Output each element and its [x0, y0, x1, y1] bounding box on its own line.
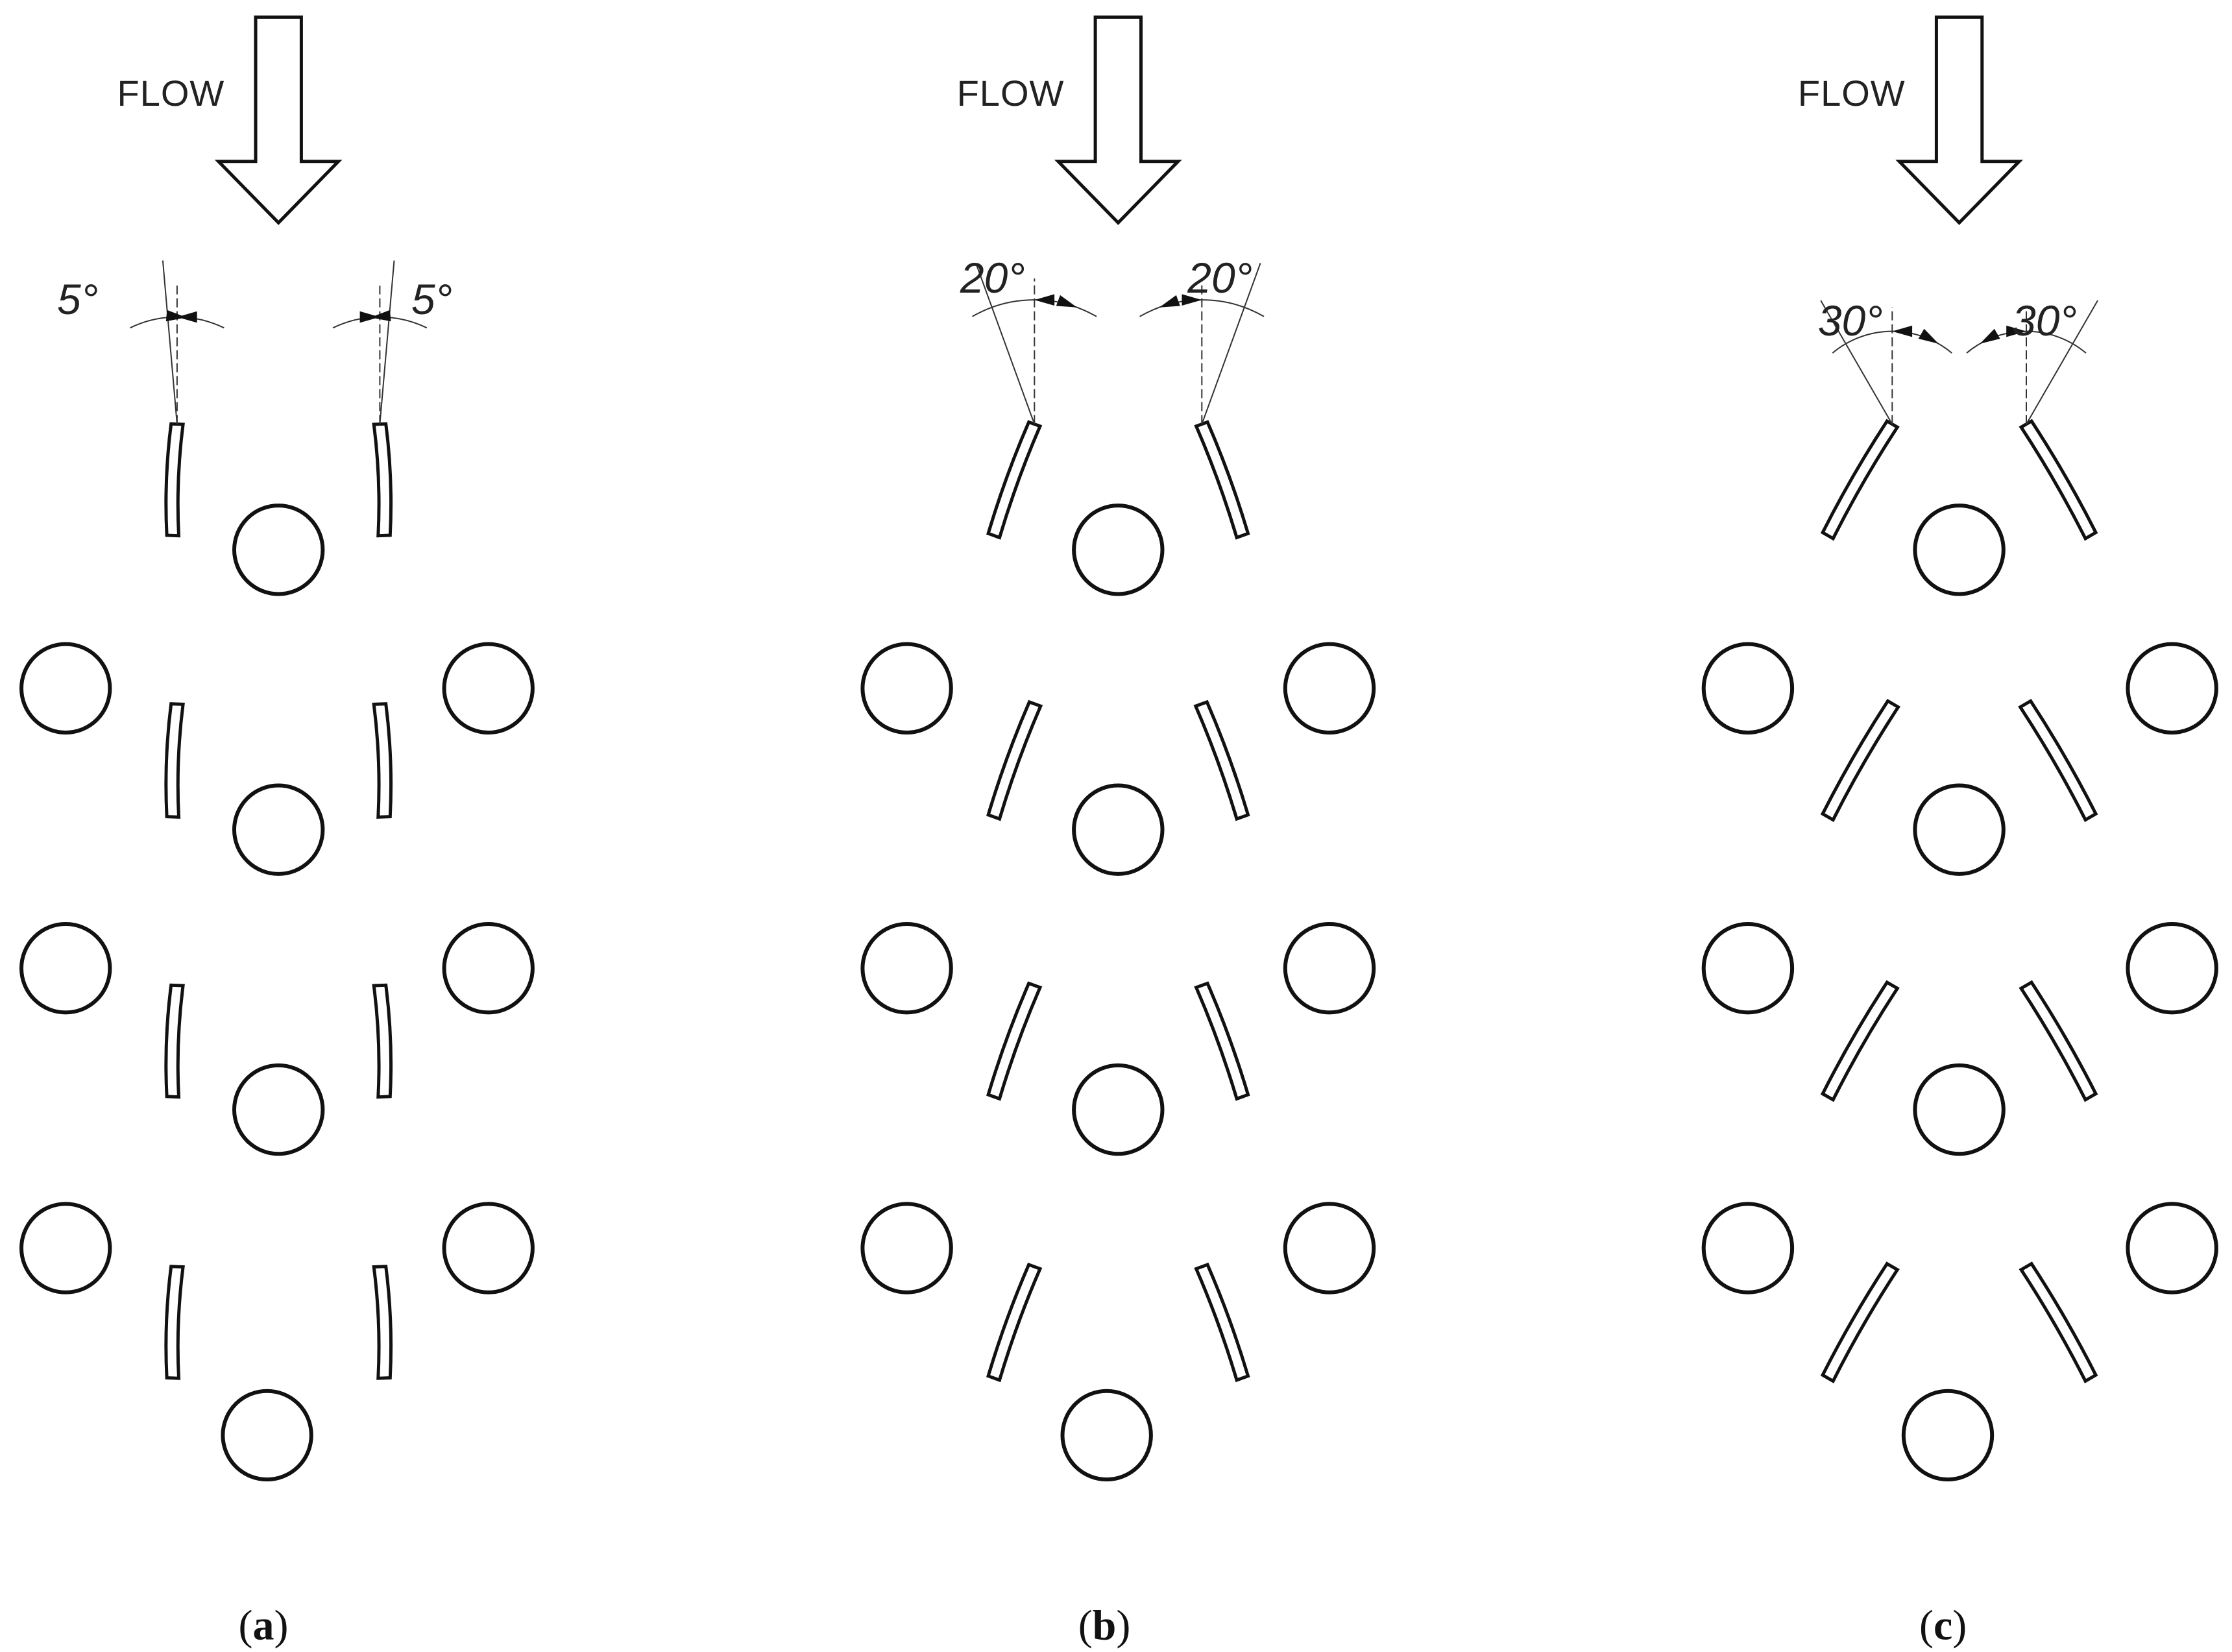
- vane-plate: [1820, 419, 1900, 541]
- vane-plate: [372, 422, 393, 538]
- angle-dimension: 20°: [960, 254, 1097, 425]
- panel-caption: (c): [1919, 1602, 1967, 1649]
- flow-label: FLOW: [957, 73, 1065, 114]
- dimension-arrowhead-icon: [176, 311, 197, 323]
- cylinder-circle: [860, 1202, 953, 1294]
- cylinder-circle: [1072, 783, 1165, 876]
- cylinder-circle: [860, 642, 953, 735]
- vane-plate: [986, 981, 1043, 1101]
- angle-label: 5°: [57, 275, 98, 323]
- vane-plate: [986, 699, 1043, 821]
- dimension-extension-line: [162, 260, 178, 424]
- vane-plate: [2019, 980, 2098, 1102]
- angle-dimension: 30°: [1818, 297, 1952, 425]
- cylinder-circle: [860, 922, 953, 1015]
- angle-label: 30°: [1818, 297, 1883, 345]
- cylinder-circle: [1701, 642, 1795, 735]
- cylinder-circle: [1283, 922, 1376, 1015]
- cylinder-circle: [442, 1202, 535, 1294]
- vane-plate: [164, 1265, 185, 1380]
- vane-plate: [1194, 1262, 1250, 1383]
- angle-dimension: 5°: [332, 260, 452, 424]
- angle-label: 5°: [411, 275, 452, 323]
- dimension-arrowhead-icon: [359, 311, 380, 323]
- flow-arrow-icon: [1054, 15, 1182, 225]
- vane-plate: [986, 420, 1043, 540]
- angle-label: 20°: [1187, 254, 1252, 302]
- angle-dimension: 5°: [57, 260, 224, 424]
- cylinder-circle: [2126, 642, 2218, 735]
- cylinder-circle: [1701, 1202, 1795, 1294]
- cylinder-circle: [1283, 642, 1376, 735]
- dimension-arrowhead-icon: [370, 310, 391, 322]
- vane-plate: [1193, 699, 1250, 821]
- cylinder-circle: [232, 1063, 325, 1156]
- dimension-arrowhead-icon: [1034, 294, 1055, 306]
- vane-plate: [372, 983, 393, 1099]
- vane-plate: [2019, 1261, 2098, 1383]
- dimension-extension-line: [975, 263, 1036, 425]
- flow-label: FLOW: [117, 73, 225, 114]
- panel-a: FLOW 5° 5° (a): [19, 15, 535, 1649]
- vane-plate: [372, 1265, 393, 1380]
- angle-dimension: 20°: [1139, 254, 1265, 425]
- cylinder-circle: [2126, 1202, 2218, 1294]
- cylinder-circle: [1072, 1063, 1165, 1156]
- panel-b: FLOW 20° 20° (b): [860, 15, 1376, 1649]
- vane-plate: [986, 1262, 1043, 1383]
- cylinder-circle: [1283, 1202, 1376, 1294]
- dimension-arrowhead-icon: [1159, 295, 1180, 308]
- vane-plate: [372, 702, 393, 819]
- vane-plate: [1194, 420, 1250, 540]
- vane-plate: [2018, 699, 2098, 822]
- panel-c: FLOW 30° 30° (c): [1701, 15, 2218, 1649]
- dimension-arc: [1139, 299, 1265, 317]
- dimension-arc: [972, 299, 1097, 317]
- angle-label: 20°: [960, 254, 1025, 302]
- vane-plate: [2019, 419, 2098, 541]
- cylinder-circle: [1072, 504, 1165, 596]
- dimension-extension-line: [379, 260, 395, 424]
- flow-arrow-icon: [1895, 15, 2024, 225]
- cylinder-circle: [1913, 1063, 2006, 1156]
- angle-label: 30°: [2012, 297, 2077, 345]
- flow-label: FLOW: [1798, 73, 1906, 114]
- cylinder-circle: [19, 922, 112, 1015]
- dimension-arrowhead-icon: [1056, 295, 1077, 308]
- cylinder-circle: [442, 922, 535, 1015]
- vane-plate: [1820, 1261, 1900, 1383]
- angle-dimension: 30°: [1966, 297, 2098, 425]
- vane-plate: [1194, 981, 1250, 1101]
- cylinder-circle: [19, 1202, 112, 1294]
- cylinder-circle: [1913, 504, 2006, 596]
- cylinder-circle: [2126, 922, 2218, 1015]
- vane-plate: [1820, 980, 1900, 1102]
- cylinder-circle: [1701, 922, 1795, 1015]
- vane-plate: [164, 702, 185, 819]
- cylinder-circle: [442, 642, 535, 735]
- cylinder-circle: [232, 783, 325, 876]
- dimension-extension-line: [1820, 300, 1893, 425]
- flow-arrow-icon: [214, 15, 343, 225]
- dimension-extension-line: [2026, 300, 2098, 425]
- dimension-extension-line: [1201, 263, 1261, 425]
- dimension-arrowhead-icon: [1918, 328, 1939, 344]
- cylinder-circle: [1913, 783, 2006, 876]
- vane-plate: [1820, 699, 1901, 822]
- panel-caption: (a): [239, 1602, 289, 1649]
- panel-caption: (b): [1078, 1602, 1131, 1649]
- vane-plate: [164, 983, 185, 1099]
- dimension-arrowhead-icon: [1892, 325, 1913, 337]
- cylinder-circle: [221, 1389, 313, 1482]
- cylinder-circle: [232, 504, 325, 596]
- cylinder-circle: [19, 642, 112, 735]
- cylinder-circle: [1060, 1389, 1153, 1482]
- dimension-arrowhead-icon: [2006, 325, 2026, 337]
- dimension-arrowhead-icon: [1980, 328, 2000, 344]
- dimension-arrowhead-icon: [165, 310, 187, 322]
- vane-plate: [164, 422, 185, 538]
- cylinder-circle: [1901, 1389, 1995, 1482]
- dimension-arrowhead-icon: [1182, 294, 1202, 306]
